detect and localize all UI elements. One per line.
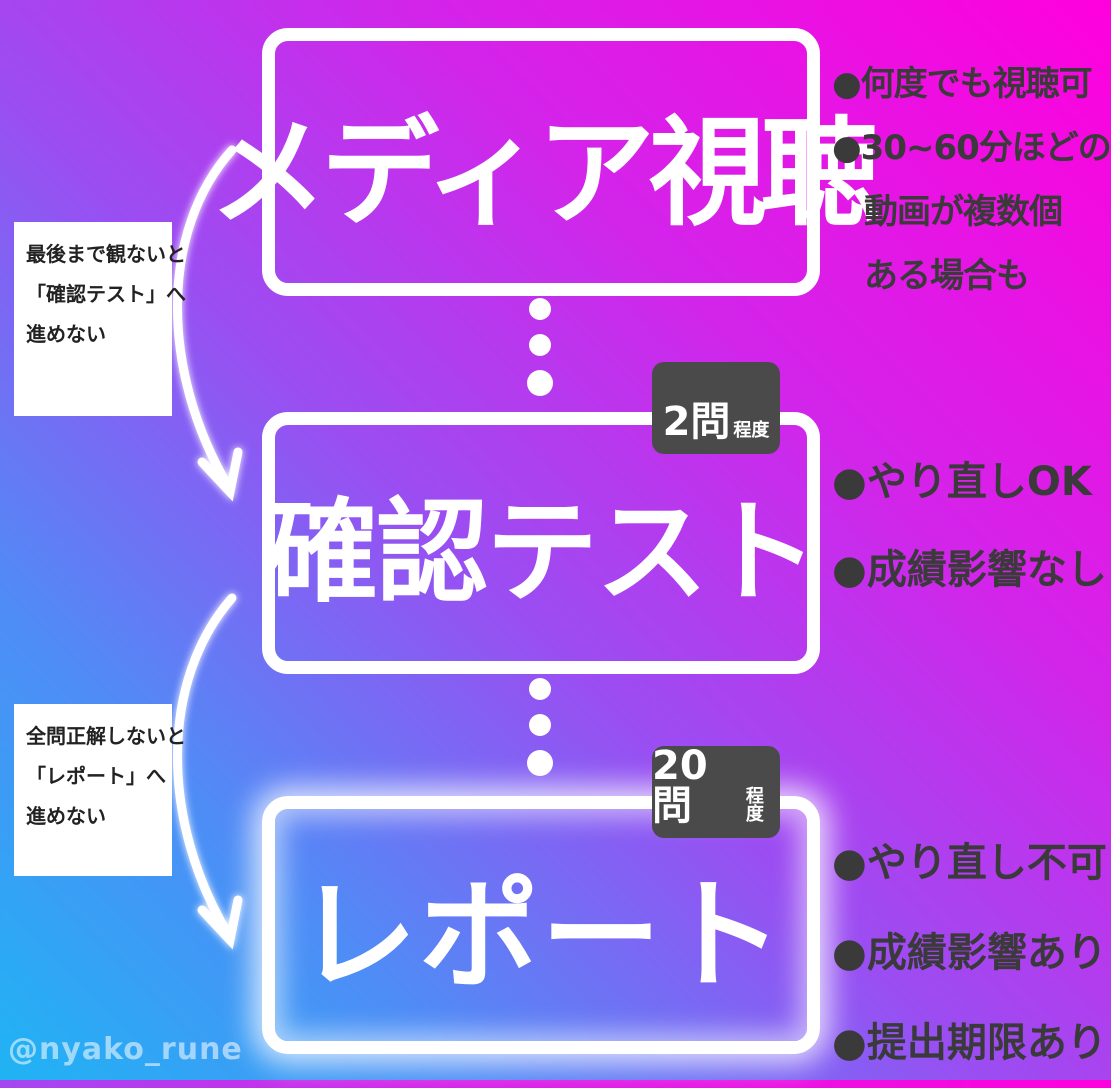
bullet-text: 提出期限あり <box>866 1020 1107 1066</box>
bullet-item: ●成績影響あり <box>832 908 1107 998</box>
step-confirmation-test-title: 確認テスト <box>266 488 818 618</box>
condition-note-2: 全問正解しないと 「レポート」へ 進めない <box>14 704 186 876</box>
step-media-viewing-title: メディア視聴 <box>209 103 879 242</box>
note-line: 「レポート」へ <box>26 764 166 788</box>
bullet-item: ●やり直し不可 <box>832 818 1107 908</box>
curved-arrow-head-1 <box>197 447 243 502</box>
curved-arrow-2 <box>173 593 237 939</box>
bullet-item: ●提出期限あり <box>832 998 1107 1088</box>
note-line: 進めない <box>26 322 106 346</box>
bullet-text: やり直しOK <box>866 459 1092 505</box>
step-media-viewing-box: メディア視聴 <box>209 28 879 296</box>
bullet-continuation: 動画が複数個 <box>864 192 1063 232</box>
curved-arrow-head-2 <box>197 895 243 950</box>
note-line: 「確認テスト」へ <box>26 282 186 306</box>
author-watermark: @nyako_rune <box>8 1032 243 1067</box>
connector-dot <box>529 298 551 320</box>
bullet-icon: ● <box>832 64 862 104</box>
bullet-item: ●成績影響なし <box>832 526 1107 614</box>
bullet-icon: ● <box>832 840 867 886</box>
bullet-text: 30~60分ほどの <box>860 128 1111 168</box>
step-report-title: レポート <box>297 867 785 1006</box>
bullet-text: やり直し不可 <box>866 840 1107 886</box>
bullet-item: ●30~60分ほどの <box>832 116 1111 180</box>
step-confirmation-test-box: 確認テスト <box>262 412 820 674</box>
question-count: 2問 <box>662 399 731 445</box>
bullet-icon: ● <box>832 930 867 976</box>
bullet-text: 何度でも視聴可 <box>860 64 1093 104</box>
connector-dot <box>529 678 551 700</box>
bullet-item: ●何度でも視聴可 <box>832 52 1111 116</box>
question-count-tag: 2問 程度 <box>652 362 780 454</box>
question-count: 20問 <box>652 743 708 829</box>
connector-dot <box>529 714 551 736</box>
flow-diagram: メディア視聴 確認テスト レポート 2問 程度 20問 程度 <box>8 28 1111 1067</box>
bullet-icon: ● <box>832 547 867 593</box>
bullet-icon: ● <box>832 459 867 505</box>
connector-dot <box>527 750 553 776</box>
bullet-text: 成績影響なし <box>866 547 1107 593</box>
bullet-continuation: ある場合も <box>864 256 1030 296</box>
confirmation-test-bullets: ●やり直しOK ●成績影響なし <box>832 438 1107 614</box>
question-count-suffix: 程度 <box>745 786 764 825</box>
bullet-icon: ● <box>832 128 862 168</box>
condition-note-1: 最後まで観ないと 「確認テスト」へ 進めない <box>14 222 186 416</box>
note-line: 全問正解しないと <box>26 724 186 748</box>
media-viewing-bullets: ●何度でも視聴可 ●30~60分ほどの 動画が複数個 ある場合も <box>832 52 1111 308</box>
connector-dot <box>529 334 551 356</box>
connector-dot <box>527 370 553 396</box>
bullet-text: 成績影響あり <box>866 930 1107 976</box>
question-count-suffix: 程度 <box>733 420 770 441</box>
note-line: 進めない <box>26 804 106 828</box>
bullet-item: ●やり直しOK <box>832 438 1107 526</box>
note-line: 最後まで観ないと <box>26 242 186 266</box>
question-count-tag: 20問 程度 <box>652 746 780 838</box>
bullet-icon: ● <box>832 1020 867 1066</box>
report-bullets: ●やり直し不可 ●成績影響あり ●提出期限あり <box>832 818 1107 1088</box>
